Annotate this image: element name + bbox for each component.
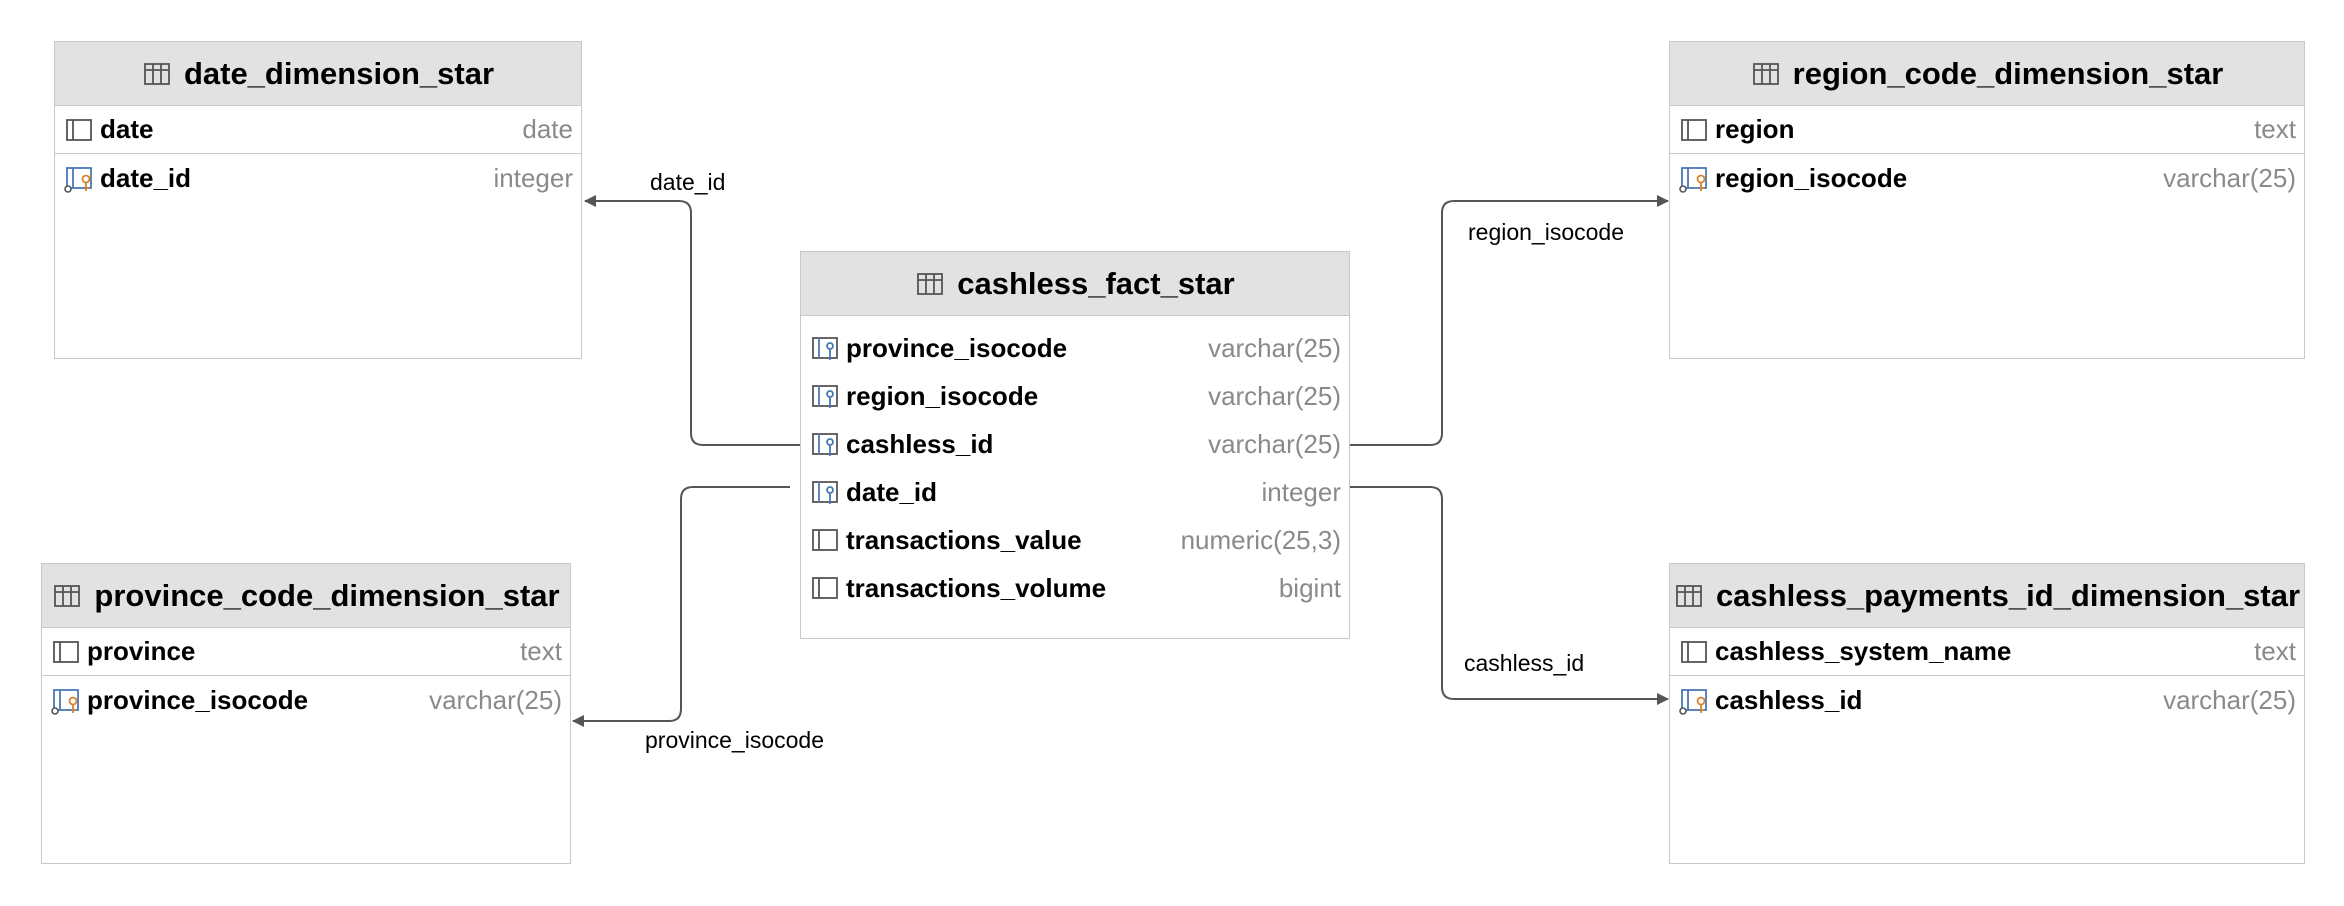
column-type: varchar(25) (2163, 162, 2296, 193)
column-type: numeric(25,3) (1180, 524, 1341, 555)
column-icon (1679, 637, 1709, 667)
primary-key-icon (51, 685, 81, 715)
column-name: cashless_system_name (1715, 636, 2012, 666)
column-type: integer (493, 162, 574, 193)
column-name: province (87, 636, 196, 666)
column-name: region_isocode (846, 380, 1039, 411)
column-type: varchar(25) (2163, 684, 2296, 715)
column-type: varchar(25) (1208, 380, 1341, 411)
primary-key-icon (1679, 685, 1709, 715)
column-name: date (100, 114, 154, 144)
primary-key-icon (1679, 163, 1709, 193)
column-icon (64, 115, 94, 145)
column-name: date_id (100, 162, 192, 193)
entity-title: region_code_dimension_star (1792, 55, 2224, 91)
entity-region-code-dimension-star[interactable]: region_code_dimension_star region text r… (1669, 41, 2305, 359)
column-name: transactions_volume (846, 572, 1107, 603)
column-type: text (2254, 636, 2296, 666)
column-row-cashless-id[interactable]: cashless_id varchar(25) (801, 420, 1349, 468)
column-row-region[interactable]: region text (1670, 106, 2304, 154)
column-type: integer (1261, 476, 1342, 507)
column-icon (810, 573, 840, 603)
column-type: bigint (1278, 572, 1341, 603)
column-name: region (1715, 114, 1795, 144)
column-row-region-isocode[interactable]: region_isocode varchar(25) (1670, 154, 2304, 202)
column-row-date[interactable]: date date (55, 106, 581, 154)
edge-label-region-isocode: region_isocode (1468, 219, 1624, 245)
edge-label-province-isocode: province_isocode (645, 727, 824, 753)
edge-date-id[interactable] (584, 195, 802, 446)
table-icon (915, 269, 945, 299)
column-row-province-isocode[interactable]: province_isocode varchar(25) (801, 324, 1349, 372)
edge-region-isocode[interactable] (1348, 195, 1669, 446)
column-name: cashless_id (846, 428, 994, 459)
column-row-date-id[interactable]: date_id integer (801, 468, 1349, 516)
entity-title: province_code_dimension_star (94, 577, 560, 613)
table-icon (142, 59, 172, 89)
column-row-transactions-value[interactable]: transactions_value numeric(25,3) (801, 516, 1349, 564)
entity-title: cashless_payments_id_dimension_star (1715, 577, 2301, 613)
column-type: text (2254, 114, 2296, 144)
column-name: transactions_value (846, 524, 1082, 555)
column-icon (51, 637, 81, 667)
entity-header: region_code_dimension_star (1670, 42, 2304, 106)
column-type: varchar(25) (1208, 428, 1341, 459)
column-row-date-id[interactable]: date_id integer (55, 154, 581, 202)
entity-title: date_dimension_star (183, 55, 495, 91)
table-icon (1751, 59, 1781, 89)
entity-header: cashless_fact_star (801, 252, 1349, 316)
edge-cashless-id[interactable] (1348, 486, 1669, 705)
primary-key-icon (64, 163, 94, 193)
column-row-province[interactable]: province text (42, 628, 570, 676)
column-row-cashless-id[interactable]: cashless_id varchar(25) (1670, 676, 2304, 724)
table-icon (1674, 581, 1704, 611)
column-row-cashless-system-name[interactable]: cashless_system_name text (1670, 628, 2304, 676)
column-name: date_id (846, 476, 938, 507)
entity-header: date_dimension_star (55, 42, 581, 106)
column-row-province-isocode[interactable]: province_isocode varchar(25) (42, 676, 570, 724)
entity-header: province_code_dimension_star (42, 564, 570, 628)
column-name: cashless_id (1715, 684, 1863, 715)
entity-date-dimension-star[interactable]: date_dimension_star date date date_id in… (54, 41, 582, 359)
foreign-key-column-icon (810, 381, 840, 411)
column-name: province_isocode (87, 684, 309, 715)
edge-label-date-id: date_id (650, 169, 725, 195)
column-type: varchar(25) (429, 684, 562, 715)
foreign-key-column-icon (810, 333, 840, 363)
edge-label-cashless-id: cashless_id (1464, 650, 1584, 676)
column-type: text (520, 636, 562, 666)
entity-header: cashless_payments_id_dimension_star (1670, 564, 2304, 628)
column-name: region_isocode (1715, 162, 1908, 193)
entity-province-code-dimension-star[interactable]: province_code_dimension_star province te… (41, 563, 571, 864)
column-type: date (522, 114, 573, 144)
table-icon (52, 581, 82, 611)
entity-title: cashless_fact_star (957, 265, 1235, 301)
foreign-key-column-icon (810, 477, 840, 507)
entity-cashless-payments-id-dimension-star[interactable]: cashless_payments_id_dimension_star cash… (1669, 563, 2305, 864)
column-icon (810, 525, 840, 555)
column-icon (1679, 115, 1709, 145)
column-row-region-isocode[interactable]: region_isocode varchar(25) (801, 372, 1349, 420)
column-row-transactions-volume[interactable]: transactions_volume bigint (801, 564, 1349, 612)
foreign-key-column-icon (810, 429, 840, 459)
entity-cashless-fact-star[interactable]: cashless_fact_star province_isocode varc… (800, 251, 1350, 639)
column-name: province_isocode (846, 332, 1068, 363)
column-type: varchar(25) (1208, 332, 1341, 363)
edge-province-isocode[interactable] (572, 486, 790, 727)
